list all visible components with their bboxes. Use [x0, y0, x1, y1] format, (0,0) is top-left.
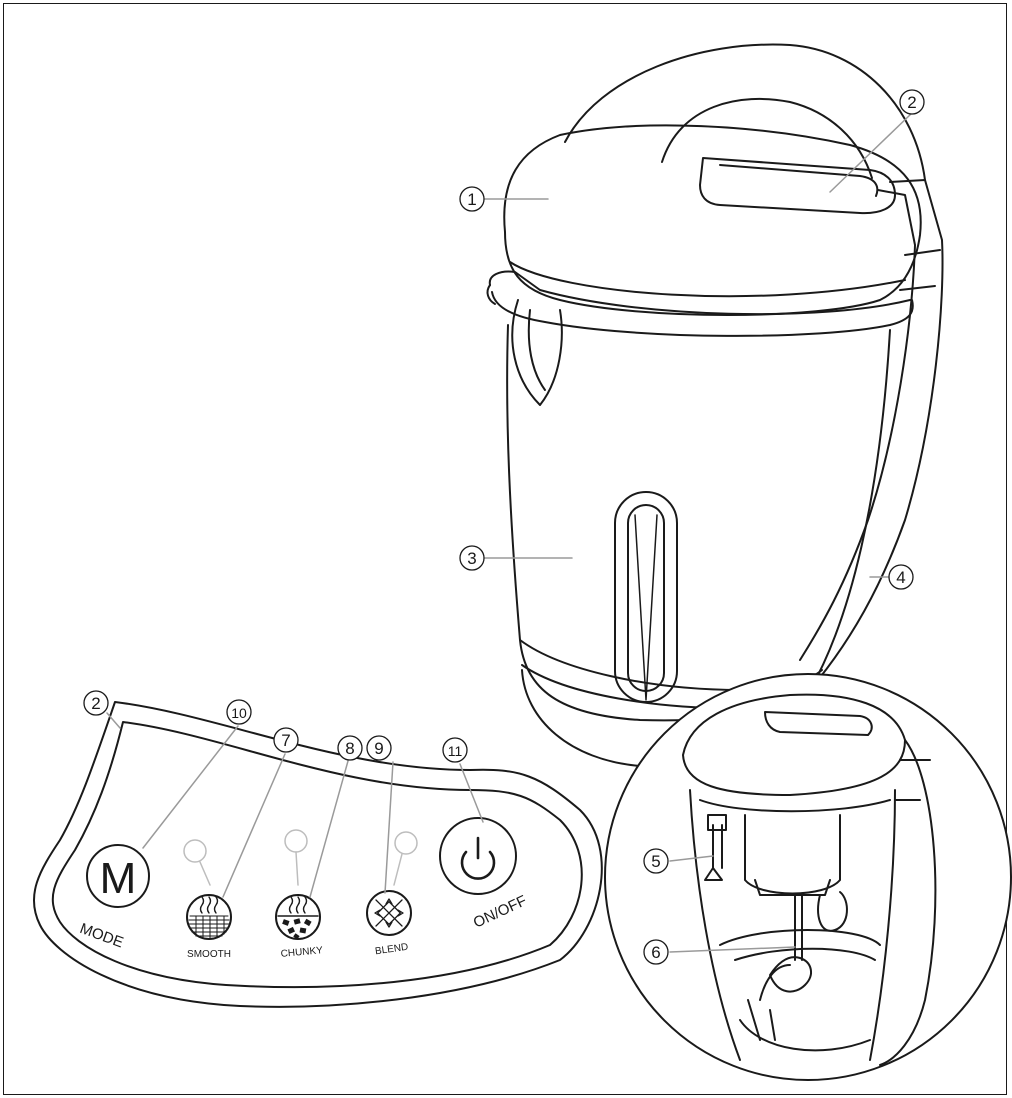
callout-2-panel: 2 — [83, 690, 109, 716]
mode-button[interactable] — [86, 844, 150, 908]
svg-text:7: 7 — [281, 731, 290, 750]
callouts: 1 2 3 4 2 10 7 8 — [83, 89, 925, 965]
blend-label: BLEND — [374, 942, 409, 958]
callout-1: 1 — [459, 186, 485, 212]
callout-3: 3 — [459, 545, 485, 571]
power-icon — [460, 836, 496, 880]
leader-lines — [106, 112, 913, 953]
soup-maker-body — [486, 43, 944, 768]
svg-text:3: 3 — [467, 549, 476, 568]
svg-text:10: 10 — [231, 705, 247, 721]
steam-icon — [288, 896, 308, 914]
smooth-texture-icon — [188, 915, 230, 940]
callout-5: 5 — [643, 848, 669, 874]
chunky-button[interactable] — [275, 894, 321, 940]
callout-11: 11 — [442, 737, 468, 763]
callout-10: 10 — [226, 699, 252, 725]
mode-button-glyph: M — [100, 854, 137, 903]
indicator-light-icon — [183, 839, 207, 863]
svg-text:9: 9 — [374, 739, 383, 758]
callout-8: 8 — [337, 735, 363, 761]
chunk-pieces-icon — [282, 918, 312, 940]
steam-icon — [199, 896, 219, 914]
mode-label: MODE — [77, 920, 125, 951]
callout-9: 9 — [366, 735, 392, 761]
svg-text:1: 1 — [467, 190, 476, 209]
control-panel: M MODE SMOOTH — [32, 701, 603, 1008]
callout-2: 2 — [899, 89, 925, 115]
blend-arrows-icon — [374, 898, 404, 928]
svg-text:6: 6 — [651, 943, 660, 962]
interior-zoom-view — [604, 673, 1012, 1081]
chunky-label: CHUNKY — [280, 945, 323, 960]
callout-4: 4 — [888, 564, 914, 590]
onoff-label: ON/OFF — [471, 892, 530, 931]
indicator-light-icon — [394, 831, 418, 855]
svg-text:2: 2 — [907, 93, 916, 112]
callout-7: 7 — [273, 727, 299, 753]
svg-text:4: 4 — [896, 568, 905, 587]
callout-6: 6 — [643, 939, 669, 965]
svg-text:8: 8 — [345, 739, 354, 758]
indicator-light-icon — [284, 829, 308, 853]
svg-text:5: 5 — [651, 852, 660, 871]
smooth-label: SMOOTH — [187, 949, 231, 960]
svg-text:11: 11 — [448, 743, 463, 759]
svg-text:2: 2 — [91, 694, 100, 713]
